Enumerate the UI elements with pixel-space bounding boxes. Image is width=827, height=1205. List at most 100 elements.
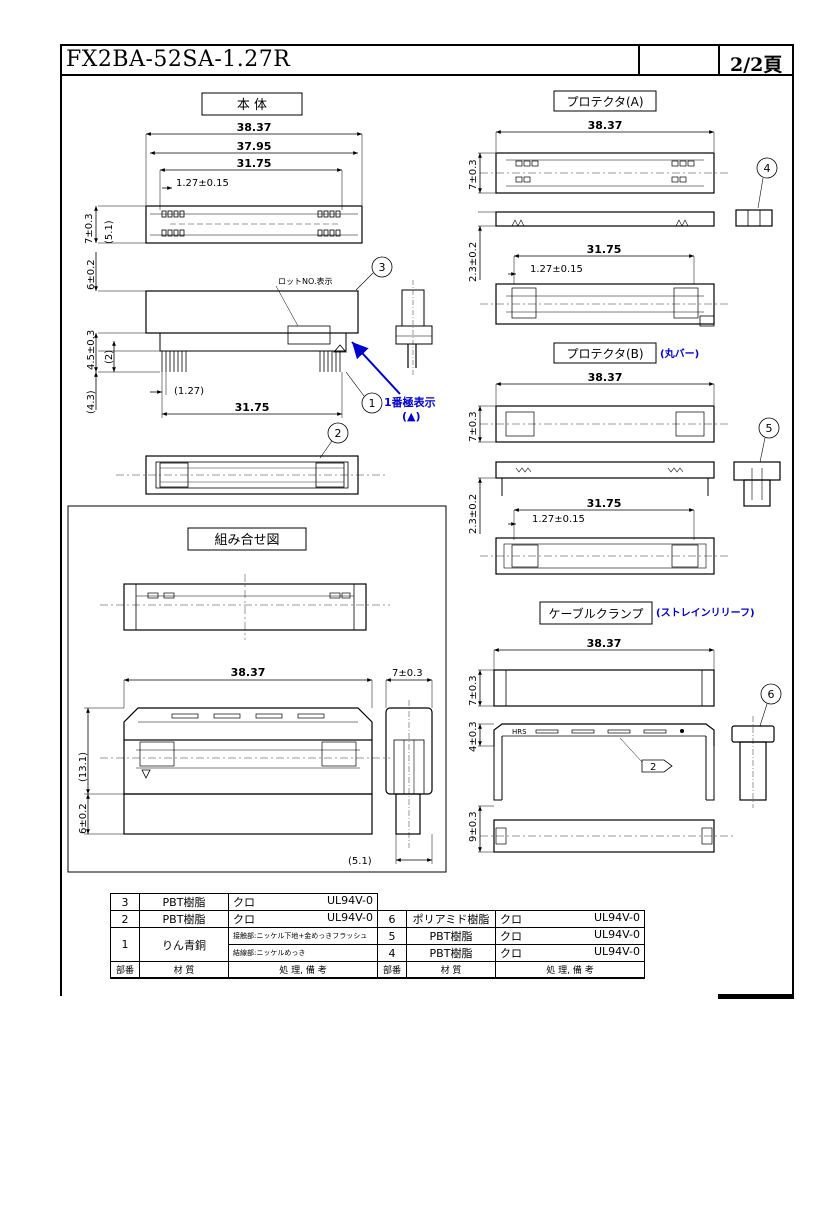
protector-b-note: (丸バー) (660, 347, 699, 360)
title-divider (638, 46, 640, 74)
protector-a-label: プロテクタ(A) (566, 95, 643, 109)
body-dim-side-c: (2) (104, 350, 115, 364)
clamp-note: (ストレインリリーフ) (656, 607, 755, 619)
part-finish: クロ UL94V-0 (495, 910, 645, 928)
part-finish-text: クロ (233, 913, 255, 926)
header-part-no: 部番 (110, 961, 140, 979)
table-empty (378, 894, 645, 911)
clamp-dim-h1: 7±0.3 (468, 675, 479, 706)
assembly-dim-h1: (13.1) (78, 752, 89, 782)
assembly-view: 組み合せ図 38.37 (67, 505, 447, 873)
protector-b-dim-h2: 2.3±0.2 (468, 494, 479, 534)
assembly-label: 組み合せ図 (214, 533, 279, 548)
clamp-callout2: 2 (650, 762, 656, 773)
protector-a-dim-h2: 2.3±0.2 (468, 242, 479, 282)
title-divider (718, 46, 720, 74)
callout-2: 2 (335, 427, 342, 440)
parts-table: 3 PBT樹脂 クロ UL94V-0 2 PBT樹脂 クロ UL94V-0 6 ポリ… (110, 893, 645, 979)
drawing-title: FX2BA-52SA-1.27R (66, 47, 291, 72)
part-finish-text: クロ (500, 913, 522, 926)
table-header-row: 部番 材 質 処 理, 備 考 部番 材 質 処 理, 備 考 (110, 961, 645, 979)
protector-b-view: プロテクタ(B) (丸バー) 38.37 7±0.3 2.3±0.2 (468, 342, 781, 575)
clamp-dim-h2: 4±0.3 (468, 721, 479, 752)
body-dim-pitch2: (1.27) (174, 386, 204, 397)
protector-b-label: プロテクタ(B) (566, 347, 643, 361)
body-dim-side-b: 4.5±0.3 (86, 330, 97, 370)
part-material: PBT樹脂 (406, 927, 496, 945)
header-finish: 処 理, 備 考 (495, 961, 645, 979)
part-grade: UL94V-0 (326, 911, 373, 924)
part-finish-text: クロ (500, 947, 522, 960)
callout-6: 6 (768, 688, 775, 701)
part-no: 5 (377, 927, 407, 945)
part-material: PBT樹脂 (406, 944, 496, 962)
clamp-mark: HRS (512, 728, 527, 736)
body-label: 本 体 (237, 98, 267, 113)
part-finish: クロ UL94V-0 (495, 944, 645, 962)
body-dim-side-d: (4.3) (86, 390, 97, 414)
part-grade: UL94V-0 (593, 911, 640, 924)
part-finish: クロ UL94V-0 (228, 893, 378, 911)
protector-b-dim-pitch: 1.27±0.15 (532, 514, 585, 525)
body-view: 本 体 38.37 37.95 31.75 1.27±0.15 (84, 92, 436, 495)
part-grade: UL94V-0 (593, 928, 640, 941)
header-finish: 処 理, 備 考 (228, 961, 378, 979)
clamp-dim-h3: 9±0.3 (468, 811, 479, 842)
header-material: 材 質 (406, 961, 496, 979)
part-material: りん青銅 (139, 927, 229, 962)
protector-b-dim-total: 38.37 (588, 371, 623, 384)
callout-3: 3 (379, 261, 386, 274)
assembly-dim-side: 7±0.3 (392, 668, 423, 679)
part-finish-text: クロ (500, 930, 522, 943)
part-no: 2 (110, 910, 140, 928)
body-dim-total: 38.37 (237, 121, 272, 134)
cable-clamp-view: ケーブルクランプ (ストレインリリーフ) 38.37 7±0.3 HRS 2 (468, 601, 782, 853)
clamp-dim-total: 38.37 (587, 637, 622, 650)
callout-5: 5 (766, 422, 773, 435)
callout-1: 1 (369, 397, 376, 410)
part-grade: UL94V-0 (593, 945, 640, 958)
protector-a-view: プロテクタ(A) 38.37 7±0.3 (468, 90, 778, 327)
part-grade: UL94V-0 (326, 894, 373, 907)
body-dim-pins: 31.75 (237, 157, 272, 170)
protector-a-dim-pitch: 1.27±0.15 (530, 264, 583, 275)
table-row: 1 りん青銅 接触部:ニッケル下地+金めっきフラッシュ 5 PBT樹脂 クロ UL… (110, 927, 645, 962)
part-no: 6 (377, 910, 407, 928)
part-finish: クロ UL94V-0 (495, 927, 645, 945)
part-finish-text: クロ (233, 896, 255, 909)
assembly-dim-bottom: (5.1) (348, 856, 372, 867)
protector-b-dim-pins: 31.75 (587, 497, 622, 510)
part-material: PBT樹脂 (139, 910, 229, 928)
frame-border (718, 994, 794, 999)
protector-a-dim-h1: 7±0.3 (468, 159, 479, 190)
table-row: 3 PBT樹脂 クロ UL94V-0 (110, 893, 645, 911)
part-finish: クロ UL94V-0 (228, 910, 378, 928)
clamp-label: ケーブルクランプ (549, 606, 644, 621)
part-material: PBT樹脂 (139, 893, 229, 911)
protector-b-dim-h1: 7±0.3 (468, 411, 479, 442)
body-dim-side-a: 6±0.2 (86, 259, 97, 290)
body-dim-pitch: 1.27±0.15 (176, 178, 229, 189)
protector-a-dim-total: 38.37 (588, 119, 623, 132)
lot-label: ロットNO.表示 (278, 276, 333, 286)
body-dim-height2: (5.1) (104, 220, 115, 244)
header-part-no: 部番 (377, 961, 407, 979)
body-dim-inner: 37.95 (237, 140, 272, 153)
callout-4: 4 (764, 162, 771, 175)
pin1-mark: (▲) (402, 410, 421, 423)
assembly-dim-total: 38.37 (231, 666, 266, 679)
title-block: FX2BA-52SA-1.27R 2/2頁 (60, 44, 794, 76)
part-no: 3 (110, 893, 140, 911)
pin1-label: 1番極表示 (384, 395, 436, 409)
part-no: 1 (110, 927, 140, 962)
protector-a-dim-pins: 31.75 (587, 243, 622, 256)
part-material: ポリアミド樹脂 (406, 910, 496, 928)
header-material: 材 質 (139, 961, 229, 979)
table-row: 2 PBT樹脂 クロ UL94V-0 6 ポリアミド樹脂 クロ UL94V-0 (110, 910, 645, 928)
frame-border (60, 76, 62, 996)
part-finish: 接触部:ニッケル下地+金めっきフラッシュ (228, 927, 378, 945)
body-dim-bottom-pins: 31.75 (235, 401, 270, 414)
